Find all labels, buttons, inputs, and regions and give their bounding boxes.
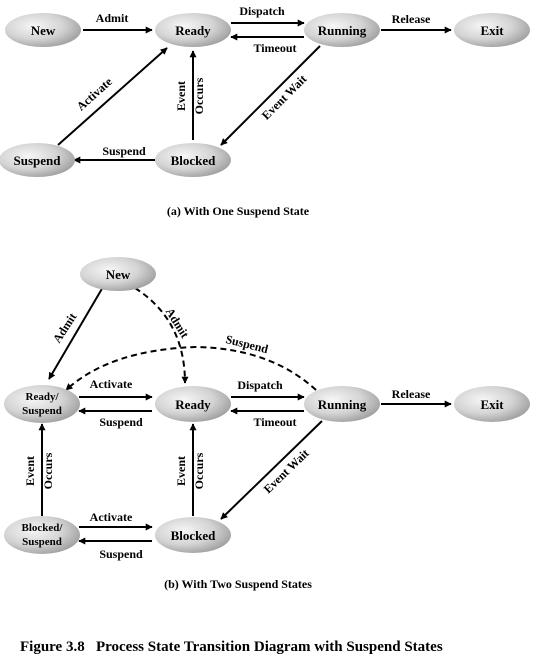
label-activate-bottom-b: Activate bbox=[90, 510, 133, 524]
state-blocked-b bbox=[155, 517, 231, 553]
state-blocked-suspend-label-1: Blocked/ bbox=[22, 522, 64, 534]
state-running-b-label: Running bbox=[318, 397, 367, 412]
edge-event-wait-a bbox=[220, 45, 321, 146]
state-blocked-label: Blocked bbox=[171, 153, 217, 168]
edge-admit-dashed-b bbox=[134, 287, 189, 384]
state-blocked-suspend bbox=[4, 516, 80, 554]
state-ready-b-label: Ready bbox=[175, 397, 211, 412]
state-ready-suspend bbox=[4, 385, 80, 423]
edge-admit-solid-b bbox=[48, 286, 104, 380]
state-new-label: New bbox=[31, 23, 56, 38]
label-suspend-curve-b: Suspend bbox=[224, 332, 270, 356]
state-running bbox=[304, 13, 380, 47]
label-timeout-b: Timeout bbox=[253, 415, 296, 429]
label-release-b: Release bbox=[392, 387, 431, 401]
label-event-mid-b: Event bbox=[174, 456, 188, 486]
state-exit-b-label: Exit bbox=[480, 397, 504, 412]
label-dispatch-b: Dispatch bbox=[237, 378, 283, 392]
state-blocked-b-label: Blocked bbox=[171, 528, 217, 543]
label-suspend-mid-b: Suspend bbox=[99, 415, 143, 429]
label-suspend-bottom-b: Suspend bbox=[99, 547, 143, 561]
caption-b: (b) With Two Suspend States bbox=[164, 577, 312, 591]
state-running-label: Running bbox=[318, 23, 367, 38]
label-event-a: Event bbox=[174, 81, 188, 111]
state-ready-suspend-label-2: Suspend bbox=[22, 405, 62, 417]
state-new-b-label: New bbox=[106, 267, 131, 282]
label-admit-dashed-b: Admit bbox=[163, 305, 192, 340]
label-admit-solid-b: Admit bbox=[50, 310, 80, 345]
label-event-left-b: Event bbox=[23, 456, 37, 486]
diagram-a: New Ready Running Exit Suspend Blocked A… bbox=[0, 4, 530, 218]
label-event-wait-a: Event Wait bbox=[259, 72, 310, 123]
state-new-b bbox=[80, 257, 156, 291]
state-new bbox=[5, 13, 81, 47]
state-exit-label: Exit bbox=[480, 23, 504, 38]
label-occurs-a: Occurs bbox=[192, 77, 206, 114]
label-timeout-a: Timeout bbox=[253, 41, 296, 55]
caption-a: (a) With One Suspend State bbox=[167, 204, 310, 218]
edge-activate-a bbox=[57, 47, 168, 146]
label-event-wait-b: Event Wait bbox=[261, 446, 312, 496]
label-dispatch-a: Dispatch bbox=[239, 4, 285, 18]
edge-event-wait-b bbox=[220, 420, 323, 520]
label-occurs-left-b: Occurs bbox=[41, 452, 55, 489]
state-blocked bbox=[155, 143, 231, 177]
label-release-a: Release bbox=[392, 12, 431, 26]
label-suspend-a: Suspend bbox=[102, 144, 146, 158]
state-exit bbox=[454, 13, 530, 47]
label-occurs-mid-b: Occurs bbox=[192, 452, 206, 489]
label-activate-top-b: Activate bbox=[90, 377, 133, 391]
state-blocked-suspend-label-2: Suspend bbox=[22, 536, 62, 548]
state-ready-b bbox=[155, 386, 231, 422]
edge-suspend-curve-b bbox=[65, 345, 317, 391]
state-ready-suspend-label-1: Ready/ bbox=[26, 391, 60, 403]
state-exit-b bbox=[454, 386, 530, 422]
state-running-b bbox=[304, 386, 380, 422]
diagram-b: New Ready/ Suspend Ready Running Exit Bl… bbox=[4, 257, 530, 591]
label-activate-a: Activate bbox=[74, 74, 116, 113]
state-ready bbox=[155, 13, 231, 47]
label-admit-a: Admit bbox=[96, 11, 129, 25]
state-suspend bbox=[0, 143, 75, 177]
state-ready-label: Ready bbox=[175, 23, 211, 38]
state-suspend-label: Suspend bbox=[14, 153, 62, 168]
figure-title: Figure 3.8 Process State Transition Diag… bbox=[20, 639, 443, 655]
